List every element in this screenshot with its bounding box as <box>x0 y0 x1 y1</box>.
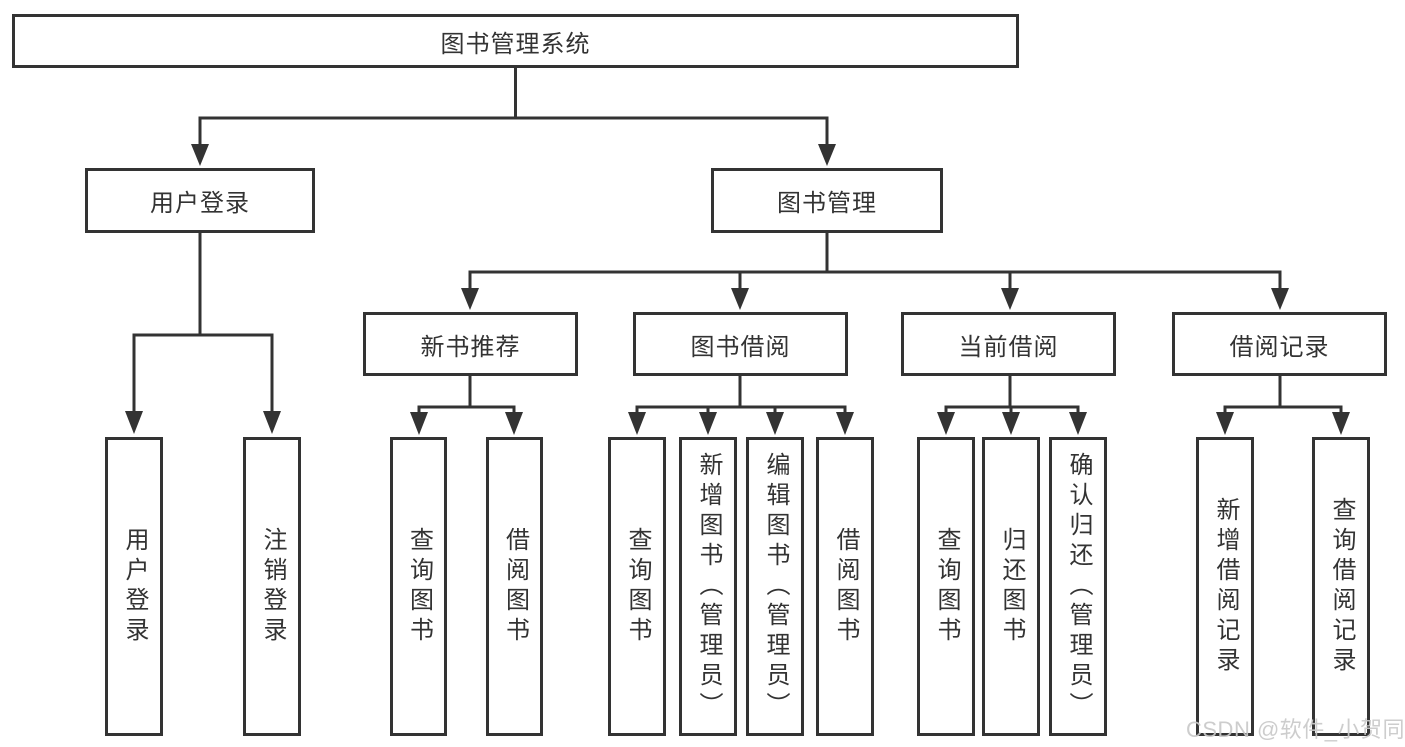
leaf-add-book-admin-label: 新增图书（管理员） <box>695 451 722 722</box>
leaf-logout-label: 注销登录 <box>259 526 286 647</box>
node-user-login: 用户登录 <box>85 168 315 233</box>
node-borrow-records: 借阅记录 <box>1172 312 1387 376</box>
node-new-book-recommend: 新书推荐 <box>363 312 578 376</box>
leaf-add-book-admin: 新增图书（管理员） <box>679 437 737 736</box>
leaf-return-book: 归还图书 <box>982 437 1040 736</box>
node-new-book-recommend-label: 新书推荐 <box>420 333 521 361</box>
node-library-system-label: 图书管理系统 <box>440 30 591 58</box>
leaf-edit-book-admin-label: 编辑图书（管理员） <box>762 451 789 722</box>
leaf-add-borrow-record-label: 新增借阅记录 <box>1212 496 1239 677</box>
node-library-system: 图书管理系统 <box>12 14 1019 68</box>
node-book-borrow: 图书借阅 <box>633 312 848 376</box>
leaf-query-books-current-label: 查询图书 <box>933 526 960 647</box>
leaf-query-books-borrow: 查询图书 <box>608 437 666 736</box>
leaf-confirm-return-admin-label: 确认归还（管理员） <box>1065 451 1092 722</box>
leaf-add-borrow-record: 新增借阅记录 <box>1196 437 1254 736</box>
leaf-return-book-label: 归还图书 <box>998 526 1025 647</box>
leaf-confirm-return-admin: 确认归还（管理员） <box>1049 437 1107 736</box>
leaf-edit-book-admin: 编辑图书（管理员） <box>746 437 804 736</box>
leaf-query-books-current: 查询图书 <box>917 437 975 736</box>
leaf-borrow-books: 借阅图书 <box>816 437 874 736</box>
node-book-borrow-label: 图书借阅 <box>690 333 791 361</box>
csdn-watermark: CSDN @软件_小贺同学 <box>1186 717 1405 742</box>
leaf-borrow-books-recommend-label: 借阅图书 <box>501 526 529 647</box>
node-book-management: 图书管理 <box>711 168 943 233</box>
leaf-query-borrow-record: 查询借阅记录 <box>1312 437 1370 736</box>
node-current-borrow-label: 当前借阅 <box>958 333 1059 361</box>
leaf-logout: 注销登录 <box>243 437 301 736</box>
node-book-management-label: 图书管理 <box>777 190 877 217</box>
leaf-user-login-label: 用户登录 <box>121 526 148 647</box>
leaf-query-books-recommend-label: 查询图书 <box>405 526 433 647</box>
leaf-borrow-books-recommend: 借阅图书 <box>486 437 543 736</box>
node-current-borrow: 当前借阅 <box>901 312 1116 376</box>
leaf-borrow-books-label: 借阅图书 <box>832 526 859 647</box>
node-user-login-label: 用户登录 <box>150 190 250 217</box>
leaf-query-books-borrow-label: 查询图书 <box>624 526 651 647</box>
leaf-query-books-recommend: 查询图书 <box>390 437 447 736</box>
leaf-query-borrow-record-label: 查询借阅记录 <box>1328 496 1355 677</box>
node-borrow-records-label: 借阅记录 <box>1229 333 1330 361</box>
leaf-user-login: 用户登录 <box>105 437 163 736</box>
